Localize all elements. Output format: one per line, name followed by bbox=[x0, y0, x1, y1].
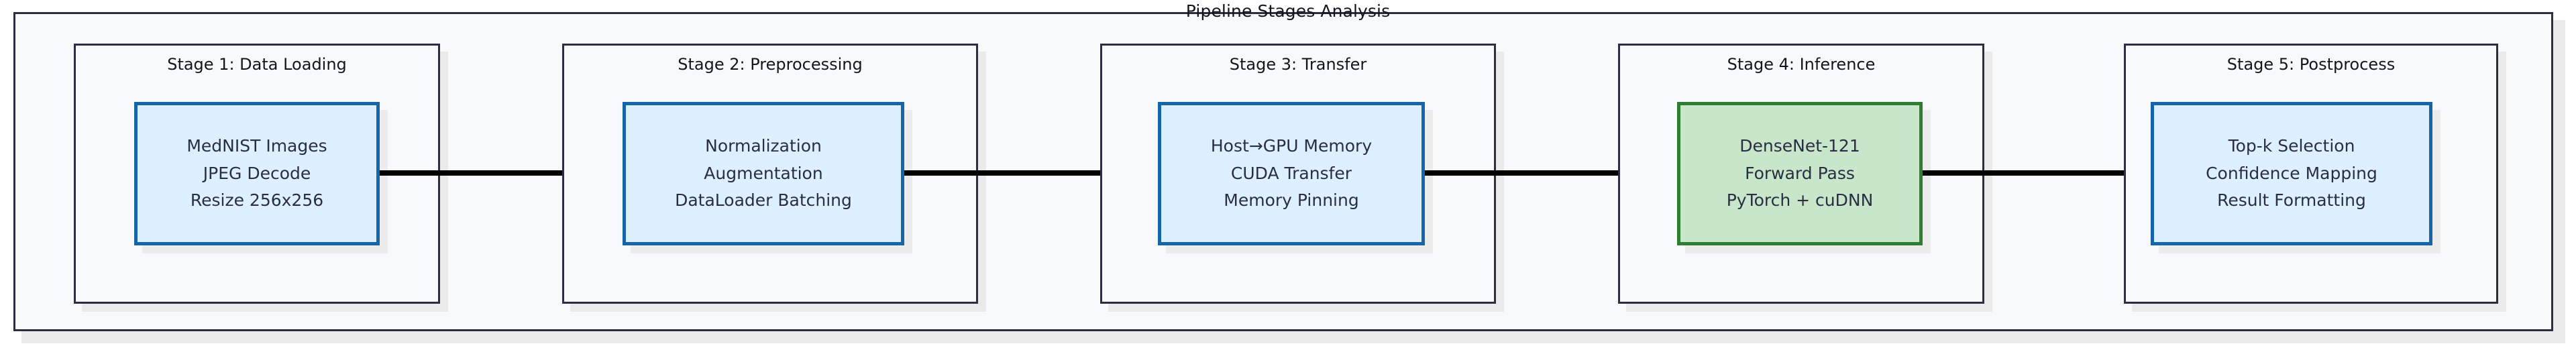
stage-2-title: Stage 2: Preprocessing bbox=[678, 55, 863, 74]
stage-4-node[interactable]: DenseNet-121 Forward Pass PyTorch + cuDN… bbox=[1677, 102, 1923, 245]
arrow-stage-1-to-stage-2 bbox=[380, 163, 585, 183]
stage-1-node-line-2: JPEG Decode bbox=[203, 163, 311, 183]
arrow-line bbox=[1425, 170, 1661, 176]
stage-3-node-line-1: Host→GPU Memory bbox=[1210, 136, 1373, 156]
stage-4-node-line-1: DenseNet-121 bbox=[1739, 136, 1860, 156]
stage-1-title: Stage 1: Data Loading bbox=[167, 55, 347, 74]
stage-3-node-line-3: Memory Pinning bbox=[1224, 190, 1359, 211]
stage-5-node-line-3: Result Formatting bbox=[2217, 190, 2366, 211]
stage-4-node-line-3: PyTorch + cuDNN bbox=[1726, 190, 1874, 211]
stage-5-title: Stage 5: Postprocess bbox=[2226, 55, 2396, 74]
stage-1-node-line-1: MedNIST Images bbox=[186, 136, 327, 156]
stage-2-node-line-1: Normalization bbox=[705, 136, 822, 156]
arrow-line bbox=[904, 170, 1130, 176]
stage-1-node[interactable]: MedNIST Images JPEG Decode Resize 256x25… bbox=[134, 102, 380, 245]
stage-5-node[interactable]: Top-k Selection Confidence Mapping Resul… bbox=[2151, 102, 2432, 245]
stage-3-node[interactable]: Host→GPU Memory CUDA Transfer Memory Pin… bbox=[1158, 102, 1425, 245]
stage-4-node-line-2: Forward Pass bbox=[1745, 163, 1855, 183]
stage-2-node-line-3: DataLoader Batching bbox=[675, 190, 852, 211]
stage-2-node-line-2: Augmentation bbox=[704, 163, 823, 183]
stage-2-node[interactable]: Normalization Augmentation DataLoader Ba… bbox=[623, 102, 904, 245]
stage-1-node-line-3: Resize 256x256 bbox=[190, 190, 324, 211]
stage-3-title: Stage 3: Transfer bbox=[1229, 55, 1367, 74]
arrow-line bbox=[1923, 170, 2135, 176]
arrow-stage-4-to-stage-5 bbox=[1923, 163, 2151, 183]
arrow-line bbox=[380, 170, 569, 176]
stage-3-node-line-2: CUDA Transfer bbox=[1230, 163, 1352, 183]
stage-5-node-line-1: Top-k Selection bbox=[2228, 136, 2355, 156]
stage-4-title: Stage 4: Inference bbox=[1727, 55, 1876, 74]
diagram-title: Pipeline Stages Analysis bbox=[1185, 1, 1391, 21]
stage-5-node-line-2: Confidence Mapping bbox=[2206, 163, 2377, 183]
